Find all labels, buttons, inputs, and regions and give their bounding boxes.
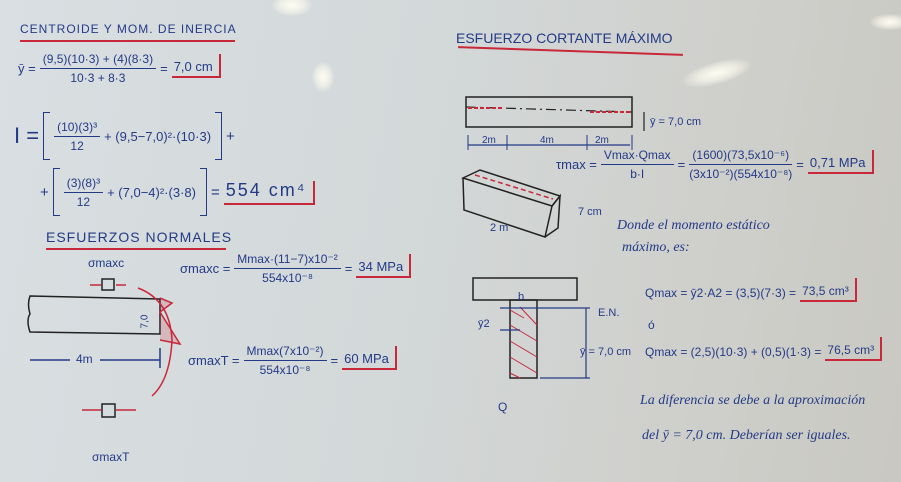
tension-element <box>82 403 136 418</box>
bracket-open <box>52 168 60 216</box>
fraction-denominator: b·I <box>630 167 645 181</box>
fraction-numerator: (10)(3)³ <box>54 120 101 137</box>
inertia-term1-steiner: + (9,5−7,0)²·(10·3) <box>104 128 212 144</box>
fraction-denominator: 12 <box>76 194 91 209</box>
sigma-t-equation: σmaxT = Mmax(7x10⁻²) 554x10⁻⁸ = 60 MPa <box>188 344 397 377</box>
block-length: 2 m <box>490 222 509 234</box>
or-label: ó <box>648 318 655 332</box>
ybar-denominator: 10·3 + 8·3 <box>70 71 126 85</box>
inertia-term2-steiner: + (7,0−4)²·(3·8) <box>107 184 196 200</box>
dim-left: 2m <box>482 135 496 146</box>
sigma-c-fraction: Mmax·(11−7)x10⁻² 554x10⁻⁸ <box>234 252 341 285</box>
sigma-c-label: σmaxc <box>88 256 125 270</box>
fraction-denominator: 12 <box>70 138 84 153</box>
plus-sign: + <box>40 183 49 201</box>
equals-sign: = <box>344 261 353 276</box>
conclusion-line-2: del ȳ = 7,0 cm. Deberían ser iguales. <box>642 428 851 443</box>
centroid-title: CENTROIDE Y MOM. DE INERCIA <box>20 22 237 36</box>
qmax-2-result: 76,5 cm³ <box>825 337 882 361</box>
plus-sign: + <box>226 127 235 145</box>
equals-sign: = <box>796 157 804 172</box>
tau-fraction-1: Vmax·Qmax b·I <box>600 148 674 181</box>
bracket-close <box>199 168 207 216</box>
depth-label: 7,0 <box>139 314 151 329</box>
sigma-t-fraction: Mmax(7x10⁻²) 554x10⁻⁸ <box>243 344 327 377</box>
inertia-lhs: I = <box>14 123 40 148</box>
ybar-fraction: (9,5)(10·3) + (4)(8·3) 10·3 + 8·3 <box>39 52 157 85</box>
qmax-equation-1: Qmax = ȳ2·A2 = (3,5)(7·3) = 73,5 cm³ <box>645 278 857 302</box>
light-glare <box>272 0 312 16</box>
sigma-c-lhs: σmaxc = <box>180 261 231 276</box>
inertia-term2-fraction: (3)(8)³ 12 <box>63 176 104 209</box>
equals-sign: = <box>210 183 220 201</box>
beam-outline <box>27 295 161 335</box>
stress-distribution <box>159 297 182 346</box>
light-glare <box>870 14 901 30</box>
fraction-numerator: Mmax(7x10⁻²) <box>243 344 327 361</box>
beam-normal-stress-diagram <box>27 278 182 418</box>
tau-equation: τmax = Vmax·Qmax b·I = (1600)(73,5x10⁻⁶)… <box>556 148 874 181</box>
light-glare <box>312 62 334 92</box>
t-section-b-label: b <box>518 291 525 303</box>
equals-sign: = <box>330 353 339 368</box>
ybar-numerator: (9,5)(10·3) + (4)(8·3) <box>39 52 157 69</box>
fraction-numerator: (1600)(73,5x10⁻⁶) <box>689 148 793 165</box>
inertia-equation-line1: I = (10)(3)³ 12 + (9,5−7,0)²·(10·3) + <box>14 112 235 160</box>
fraction-numerator: Mmax·(11−7)x10⁻² <box>234 252 341 269</box>
inertia-term1-fraction: (10)(3)³ 12 <box>54 120 101 153</box>
title-underline <box>46 248 226 250</box>
ybar-lhs: ȳ = <box>18 61 36 76</box>
centroid-equation: ȳ = (9,5)(10·3) + (4)(8·3) 10·3 + 8·3 = … <box>18 52 221 85</box>
fraction-numerator: Vmax·Qmax <box>600 148 674 165</box>
fraction-denominator: (3x10⁻²)(554x10⁻⁸) <box>689 167 793 181</box>
ybar-label: ȳ = 7,0 cm <box>650 116 702 128</box>
neutral-axis-label: E.N. <box>598 307 620 319</box>
fraction-denominator: 554x10⁻⁸ <box>259 363 311 377</box>
qmax-2-lhs: Qmax = (2,5)(10·3) + (0,5)(1·3) = <box>645 345 822 359</box>
t-section-ybar-label: ȳ = 7,0 cm <box>580 346 632 358</box>
inertia-result: 554 cm⁴ <box>223 180 315 205</box>
equals-sign: = <box>160 61 168 76</box>
span-label: 4m <box>76 352 93 366</box>
q-label: Q <box>498 400 508 414</box>
fraction-numerator: (3)(8)³ <box>63 176 104 193</box>
dim-middle: 4m <box>540 135 554 146</box>
beam-elevation <box>465 96 633 128</box>
tau-lhs: τmax = <box>556 157 597 172</box>
equals-sign: = <box>677 157 686 172</box>
light-glare <box>680 53 754 93</box>
qmax-equation-2: Qmax = (2,5)(10·3) + (0,5)(1·3) = 76,5 c… <box>645 337 882 361</box>
title-underline <box>20 40 235 42</box>
sigma-c-result: 34 MPa <box>356 254 411 278</box>
shear-title: ESFUERZO CORTANTE MÁXIMO <box>456 30 673 46</box>
qmax-1-lhs: Qmax = ȳ2·A2 = (3,5)(7·3) = <box>645 286 797 300</box>
shear-diagrams <box>460 96 645 379</box>
note-line-2: máximo, es: <box>622 240 690 255</box>
conclusion-line-1: La diferencia se debe a la aproximación <box>640 393 866 408</box>
qmax-1-result: 73,5 cm³ <box>800 278 857 302</box>
note-line-1: Donde el momento estático <box>617 218 770 233</box>
beam-block-3d <box>460 169 562 238</box>
t-section <box>472 277 590 379</box>
normal-stress-title: ESFUERZOS NORMALES <box>46 229 233 245</box>
sigma-t-result: 60 MPa <box>342 346 397 370</box>
y2-label: ȳ2 <box>478 318 490 330</box>
sigma-t-label: σmaxT <box>92 450 130 464</box>
cut-line <box>137 287 173 397</box>
bracket-close <box>215 112 223 160</box>
tau-fraction-2: (1600)(73,5x10⁻⁶) (3x10⁻²)(554x10⁻⁸) <box>689 148 792 181</box>
title-underline <box>458 46 683 56</box>
block-height: 7 cm <box>578 206 602 218</box>
compression-element <box>90 278 126 291</box>
tau-result: 0,71 MPa <box>807 150 874 174</box>
ybar-result: 7,0 cm <box>171 54 221 78</box>
fraction-denominator: 554x10⁻⁸ <box>262 271 313 285</box>
bracket-open <box>43 112 51 160</box>
inertia-equation-line2: + (3)(8)³ 12 + (7,0−4)²·(3·8) = 554 cm⁴ <box>40 168 315 216</box>
dim-right: 2m <box>595 135 609 146</box>
sigma-t-lhs: σmaxT = <box>188 353 240 368</box>
sigma-c-equation: σmaxc = Mmax·(11−7)x10⁻² 554x10⁻⁸ = 34 M… <box>180 252 411 285</box>
